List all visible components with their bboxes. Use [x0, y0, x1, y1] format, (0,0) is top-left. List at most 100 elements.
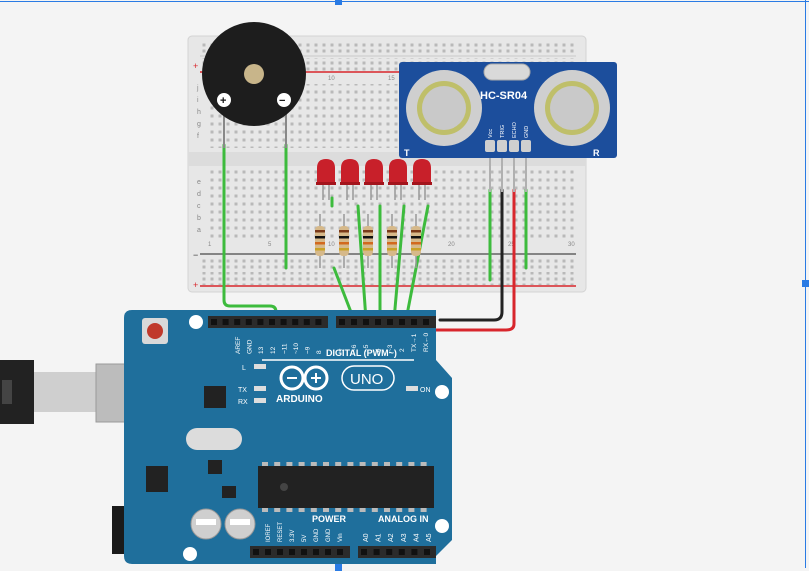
arduino-uno-board[interactable]: DIGITAL (PWM~) AREF GND 13 12 ~11 ~10 ~9 8 7 ~6 ~5… [0, 310, 452, 564]
digital-pin-label: ~6 [351, 344, 358, 352]
resistor-3[interactable] [363, 214, 373, 268]
wire-resistor4-pin4[interactable] [392, 204, 406, 322]
sensor-pin-vcc[interactable] [485, 140, 495, 152]
led-2[interactable] [340, 159, 360, 200]
sensor-t-mark: T [404, 148, 410, 158]
analog-pin-label: A0 [363, 533, 370, 542]
arduino-logo-icon [279, 365, 329, 391]
digital-pin-label: ~3 [387, 344, 394, 352]
power-pin-label: Vin [338, 533, 344, 542]
power-pin-label: 5V [302, 535, 308, 542]
digital-pin-label: 2 [399, 348, 406, 352]
resistor-4[interactable] [387, 214, 397, 268]
buzzer-minus-label: − [279, 95, 285, 107]
row-label-c: c [197, 203, 201, 210]
power-label: POWER [312, 514, 347, 524]
power-pin-label: GND [314, 528, 320, 542]
power-pin-label: GND [326, 528, 332, 542]
led-3[interactable] [364, 159, 384, 200]
resistor-1[interactable] [315, 214, 325, 268]
col-label-bottom-30: 30 [568, 242, 575, 248]
sensor-pin-label-gnd: GND [524, 126, 530, 138]
piezo-buzzer[interactable]: + − [202, 22, 306, 148]
buzzer-plus-label: + [220, 95, 226, 107]
rail-plus-top: + [193, 61, 198, 71]
power-pin-label: RESET [278, 522, 284, 542]
digital-pin-label: AREF [235, 337, 242, 354]
resistor-array[interactable] [315, 214, 421, 268]
tx-led-label: TX [238, 387, 247, 394]
row-label-g: g [197, 121, 201, 128]
digital-pin-label: ~9 [305, 346, 312, 354]
crystal [186, 428, 242, 450]
digital-pin-label: ~11 [281, 343, 288, 354]
digital-pin-label: ~5 [363, 344, 370, 352]
digital-pin-label: 12 [270, 346, 277, 354]
header-holes [211, 319, 430, 555]
wire-resistor5-pin3[interactable] [404, 204, 430, 322]
col-label-top-10: 10 [328, 76, 335, 82]
sensor-pin-trig[interactable] [497, 140, 507, 152]
selection-handle-right[interactable] [802, 280, 809, 287]
analog-pin-label: A4 [413, 533, 420, 542]
analog-label: ANALOG IN [378, 514, 429, 524]
row-label-d: d [197, 191, 201, 198]
wires[interactable] [222, 143, 528, 332]
digital-label: DIGITAL (PWM~) [326, 348, 397, 358]
row-label-e: e [197, 179, 201, 186]
wire-buzzer-plus-to-pin12[interactable] [222, 143, 278, 324]
sensor-transducer-left [406, 70, 482, 146]
resistor-5[interactable] [411, 214, 421, 268]
digital-pin-label: 4 [375, 348, 382, 352]
analog-pin-label: A5 [426, 533, 433, 542]
col-label-bottom-25: 25 [508, 242, 515, 248]
arduino-logo-text: ARDUINO [276, 394, 323, 405]
digital-pin-label: ~10 [293, 343, 300, 354]
wire-sensor-echo[interactable] [424, 188, 516, 332]
usb-chip [204, 386, 226, 408]
rail-plus-bottom: + [193, 280, 198, 290]
rx-led-label: RX [238, 399, 248, 406]
sensor-pin-label-echo: ECHO [512, 121, 518, 138]
board-model-label: UNO [350, 371, 383, 388]
row-label-j: j [196, 85, 199, 92]
led-5[interactable] [412, 159, 432, 200]
reset-button-cap[interactable] [147, 323, 163, 339]
row-label-i: i [197, 97, 199, 104]
wire-resistor2-pin6[interactable] [356, 204, 368, 322]
digital-pin-label: TX→1 [411, 333, 418, 352]
l-led-label: L [242, 365, 246, 372]
row-label-b: b [197, 215, 201, 222]
digital-pin-label: GND [247, 339, 254, 354]
led-array[interactable] [316, 159, 432, 200]
sensor-pin-echo[interactable] [509, 140, 519, 152]
digital-pin-label: 8 [316, 350, 323, 354]
led-1[interactable] [316, 159, 336, 200]
col-label-bottom-10: 10 [328, 242, 335, 248]
sensor-model-label: HC-SR04 [480, 90, 528, 102]
digital-pin-label: 7 [339, 348, 346, 352]
wire-sensor-trig[interactable] [438, 188, 504, 322]
rail-minus-bottom: − [193, 250, 198, 260]
selection-handle-top[interactable] [335, 0, 342, 5]
col-label-bottom-1: 1 [208, 242, 212, 248]
row-label-f: f [197, 133, 199, 140]
digital-pin-label: 13 [258, 346, 265, 354]
resistor-2[interactable] [339, 214, 349, 268]
sensor-pin-gnd[interactable] [521, 140, 531, 152]
sensor-r-mark: R [593, 148, 600, 158]
led-4[interactable] [388, 159, 408, 200]
selection-frame-top [0, 1, 809, 2]
on-led-label: ON [420, 387, 431, 394]
row-label-h: h [197, 109, 201, 116]
analog-pin-label: A3 [401, 533, 408, 542]
sensor-transducer-right [534, 70, 610, 146]
